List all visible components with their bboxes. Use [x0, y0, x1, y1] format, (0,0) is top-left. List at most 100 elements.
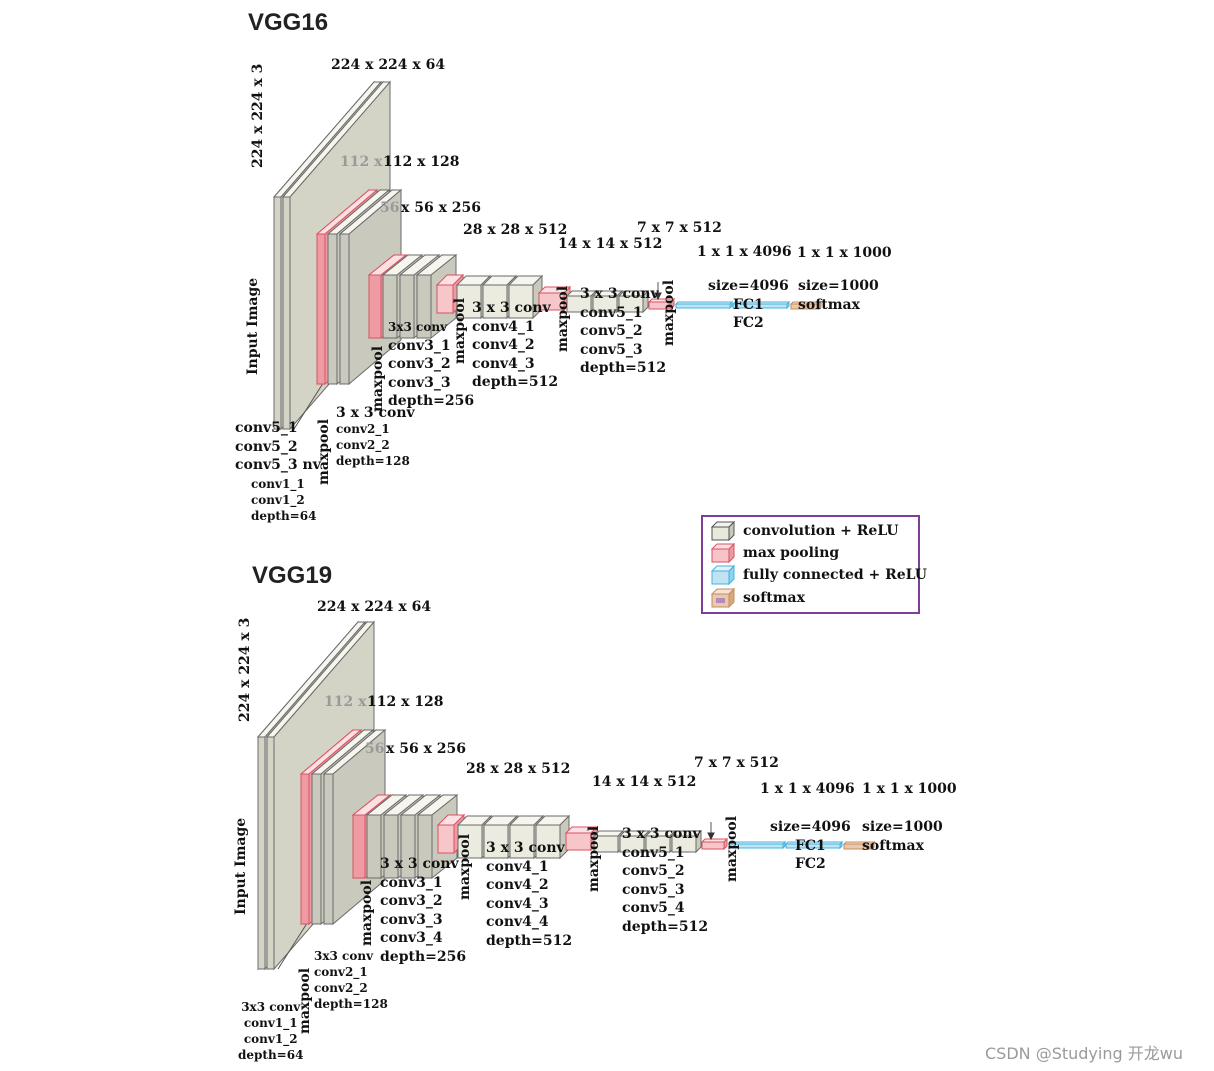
conv-cube-icon — [711, 521, 735, 541]
vgg16-fc2-box — [731, 300, 791, 310]
legend-item-conv: convolution + ReLU — [711, 521, 899, 541]
fc-size: size=4096 — [708, 278, 789, 294]
layer-name: conv5_4 — [622, 900, 685, 916]
vgg16-block2-layers: 3 x 3 conv conv2_1 conv2_2 depth=128 — [336, 405, 415, 469]
vgg16-maxpool-1: maxpool — [316, 418, 332, 485]
vgg19-block2-dim-faded: 112 x — [324, 694, 367, 710]
vgg16-softmax-dim: 1 x 1 x 1000 — [797, 245, 892, 261]
vgg16-block4-dim: 28 x 28 x 512 — [463, 222, 568, 238]
layer-depth: depth=128 — [314, 997, 388, 1011]
layer-name: conv4_4 — [486, 914, 549, 930]
vgg16-block2-dim-faded: 112 x — [340, 154, 383, 170]
vgg16-fc-info: size=4096 FC1 FC2 — [708, 277, 789, 333]
vgg16-block2-dim: 112 x 128 — [383, 154, 460, 170]
vgg19-conv5-box-4 — [670, 829, 703, 854]
vgg16-maxpool-3: maxpool — [452, 297, 468, 364]
layer-name: conv5_1 — [580, 304, 643, 321]
vgg16-softmax-info: size=1000 softmax — [798, 277, 879, 314]
vgg19-input-dim: 224 x 224 x 3 — [237, 617, 253, 722]
vgg16-maxpool-2: maxpool — [370, 345, 386, 412]
vgg19-maxpool-4: maxpool — [586, 825, 602, 892]
layer-name: conv4_1 — [486, 858, 549, 875]
layer-name: conv5_3 nv — [235, 457, 321, 473]
vgg19-block1-layers: 3x3 conv conv1_1 conv1_2 depth=64 — [238, 999, 303, 1063]
layer-depth: depth=512 — [622, 918, 709, 935]
layer-kernel: 3x3 conv — [314, 949, 374, 963]
layer-kernel: 3x3 conv — [388, 320, 448, 334]
softmax-size: size=1000 — [798, 278, 879, 294]
vgg19-block3-layers: 3 x 3 conv conv3_1 conv3_2 conv3_3 conv3… — [380, 855, 466, 966]
legend-label: convolution + ReLU — [743, 523, 899, 539]
layer-name: conv2_2 — [336, 438, 390, 452]
vgg19-block1-dim: 224 x 224 x 64 — [317, 599, 432, 615]
layer-name: conv4_2 — [472, 337, 535, 353]
layer-name: conv3_3 — [380, 911, 443, 928]
vgg19-softmax-info: size=1000 softmax — [862, 818, 943, 855]
vgg19-fc2-box — [784, 840, 844, 850]
vgg19-softmax-box — [842, 840, 876, 851]
vgg19-block2-dim: 112 x 128 — [367, 694, 444, 710]
vgg16-fc1-box — [674, 300, 734, 310]
vgg16-input-label: Input Image — [245, 277, 261, 375]
vgg19-conv5-box-3 — [644, 829, 677, 854]
vgg16-input-dim: 224 x 224 x 3 — [250, 63, 266, 168]
layer-depth: depth=256 — [388, 393, 475, 409]
layer-name: conv5_2 — [235, 438, 298, 455]
layer-kernel: 3 x 3 conv — [580, 286, 659, 302]
layer-name: conv3_3 — [388, 374, 451, 391]
layer-name: conv5_2 — [580, 323, 643, 339]
vgg16-maxpool-5: maxpool — [661, 279, 677, 346]
layer-name: conv3_1 — [388, 337, 451, 354]
vgg16-block3-layers: 3x3 conv conv3_1 conv3_2 conv3_3 depth=2… — [388, 318, 474, 411]
layer-kernel: 3x3 conv — [241, 1000, 301, 1014]
legend: convolution + ReLU max pooling fully con… — [701, 515, 927, 614]
vgg19-block4-dim: 28 x 28 x 512 — [466, 761, 571, 777]
layer-name: conv2_1 — [314, 965, 368, 979]
layer-depth: depth=64 — [251, 509, 317, 523]
vgg19-block4-layers: 3 x 3 conv conv4_1 conv4_2 conv4_3 conv4… — [486, 839, 572, 950]
layer-kernel: 3 x 3 conv — [622, 826, 701, 842]
vgg16-block1-dim: 224 x 224 x 64 — [331, 57, 446, 73]
softmax-size: size=1000 — [862, 819, 943, 835]
fc-name: FC2 — [794, 856, 826, 872]
watermark: CSDN @Studying 开龙wu — [985, 1044, 1183, 1063]
vgg19-block5-dim: 14 x 14 x 512 — [592, 774, 697, 790]
vgg16-pool5-arrow-head — [654, 292, 662, 301]
vgg19-pool5-dim: 7 x 7 x 512 — [694, 755, 779, 771]
vgg19-input-label: Input Image — [233, 817, 249, 915]
fc-size: size=4096 — [770, 819, 851, 835]
layer-depth: depth=64 — [238, 1048, 304, 1062]
layer-name: conv3_2 — [388, 356, 451, 372]
vgg16-block1-layers-a: conv5_1 conv5_2 conv5_3 nv — [235, 419, 321, 475]
layer-name: conv1_2 — [251, 493, 305, 507]
legend-label: fully connected + ReLU — [743, 567, 927, 583]
vgg19-block3-dim-faded: 56 — [365, 741, 385, 757]
layer-name: conv1_2 — [243, 1032, 298, 1046]
layer-name: conv4_3 — [472, 355, 535, 372]
vgg16-title: VGG16 — [248, 9, 329, 36]
layer-kernel: 3 x 3 conv — [472, 300, 551, 316]
softmax-name: softmax — [862, 837, 924, 854]
layer-depth: depth=128 — [336, 454, 410, 468]
vgg16-pool5-box — [647, 297, 676, 311]
vgg19-maxpool-2: maxpool — [359, 879, 375, 946]
layer-kernel: 3 x 3 conv — [336, 405, 415, 421]
vgg19-maxpool-3: maxpool — [457, 833, 473, 900]
vgg16-block5-layers: 3 x 3 conv conv5_1 conv5_2 conv5_3 depth… — [580, 285, 666, 378]
legend-label: softmax — [743, 590, 805, 606]
vgg19-maxpool-1: maxpool — [297, 967, 313, 1034]
vgg19-pool5-box — [700, 837, 729, 851]
vgg16-block3-dim: x 56 x 256 — [401, 200, 482, 216]
vgg16-pool5-dim: 7 x 7 x 512 — [637, 220, 722, 236]
layer-name: conv5_2 — [622, 863, 685, 879]
layer-name: conv2_1 — [336, 422, 390, 436]
fc-name: FC2 — [732, 315, 764, 331]
vgg16-fc-dim: 1 x 1 x 4096 — [697, 244, 792, 260]
layer-name: conv5_3 — [580, 341, 643, 358]
fc-name: FC1 — [794, 837, 826, 854]
fc-cube-icon — [711, 565, 735, 585]
layer-name: conv4_1 — [472, 318, 535, 335]
vgg16-block5-dim: 14 x 14 x 512 — [558, 236, 663, 252]
legend-item-softmax: softmax — [711, 588, 805, 608]
vgg19-pool5-arrow-head — [707, 832, 715, 841]
